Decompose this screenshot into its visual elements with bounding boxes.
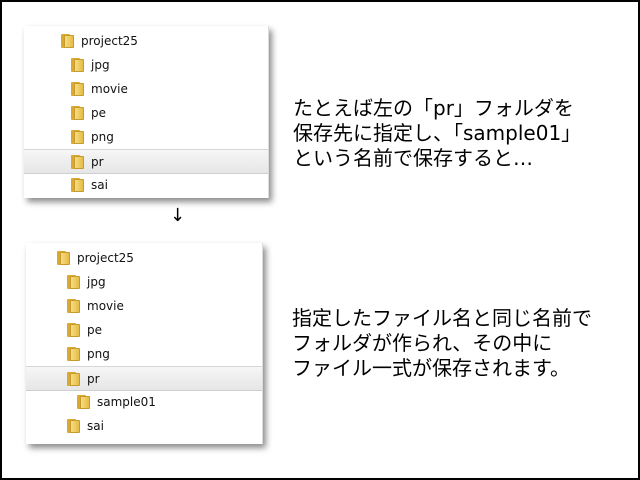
tree-item-jpg[interactable]: jpg (24, 53, 268, 76)
folder-icon (67, 371, 80, 386)
folder-tree-before: project25 jpg movie pe png pr sai (24, 26, 269, 198)
folder-icon (71, 57, 84, 72)
explanation-line: 指定したファイル名と同じ名前で (292, 306, 592, 330)
explanation-line: ファイル一式が保存されます。 (292, 356, 570, 380)
tree-item-pr[interactable]: pr (26, 366, 262, 391)
folder-icon (57, 250, 70, 265)
folder-icon (61, 33, 74, 48)
folder-icon (77, 394, 90, 409)
folder-icon (67, 298, 80, 313)
tree-item-label: sai (91, 177, 108, 192)
explanation-before: たとえば左の「pr」フォルダを 保存先に指定し、「sample01」 という名前… (293, 96, 581, 171)
tree-item-png[interactable]: png (26, 342, 262, 365)
tree-item-label: sai (87, 418, 104, 433)
explanation-line: フォルダが作られ、その中に (292, 331, 553, 355)
tree-item-movie[interactable]: movie (26, 294, 262, 317)
folder-icon (67, 346, 80, 361)
tree-item-label: movie (91, 81, 128, 96)
tree-item-png[interactable]: png (24, 125, 268, 148)
explanation-line: たとえば左の「pr」フォルダを (293, 96, 574, 120)
folder-icon (71, 105, 84, 120)
tree-item-pe[interactable]: pe (26, 318, 262, 341)
folder-icon (67, 418, 80, 433)
tree-item-pr[interactable]: pr (24, 149, 268, 174)
tree-item-label: sample01 (97, 394, 156, 409)
explanation-line: という名前で保存すると… (293, 146, 533, 170)
tree-item-movie[interactable]: movie (24, 77, 268, 100)
tree-item-label: project25 (81, 33, 138, 48)
tree-item-project25[interactable]: project25 (26, 246, 262, 269)
folder-icon (67, 274, 80, 289)
tree-item-pe[interactable]: pe (24, 101, 268, 124)
folder-icon (71, 81, 84, 96)
folder-tree-after: project25 jpg movie pe png pr sample01 sai (26, 243, 263, 444)
folder-icon (71, 177, 84, 192)
folder-icon (67, 322, 80, 337)
tree-item-label: png (87, 346, 110, 361)
tree-item-label: jpg (87, 274, 106, 289)
folder-icon (71, 129, 84, 144)
tree-item-label: pr (91, 154, 104, 169)
tree-item-label: png (91, 129, 114, 144)
down-arrow-icon: ↓ (170, 205, 186, 226)
explanation-after: 指定したファイル名と同じ名前で フォルダが作られ、その中に ファイル一式が保存さ… (292, 306, 592, 381)
tree-item-label: project25 (77, 250, 134, 265)
tree-item-project25[interactable]: project25 (24, 29, 268, 52)
folder-icon (71, 154, 84, 169)
tree-item-sample01[interactable]: sample01 (26, 390, 262, 413)
tree-item-label: movie (87, 298, 124, 313)
tree-item-label: jpg (91, 57, 110, 72)
tree-item-label: pr (87, 371, 100, 386)
tree-item-sai[interactable]: sai (24, 173, 268, 196)
tree-item-jpg[interactable]: jpg (26, 270, 262, 293)
tree-item-label: pe (91, 105, 106, 120)
explanation-line: 保存先に指定し、「sample01」 (293, 121, 582, 145)
tree-item-label: pe (87, 322, 102, 337)
tree-item-sai[interactable]: sai (26, 414, 262, 437)
